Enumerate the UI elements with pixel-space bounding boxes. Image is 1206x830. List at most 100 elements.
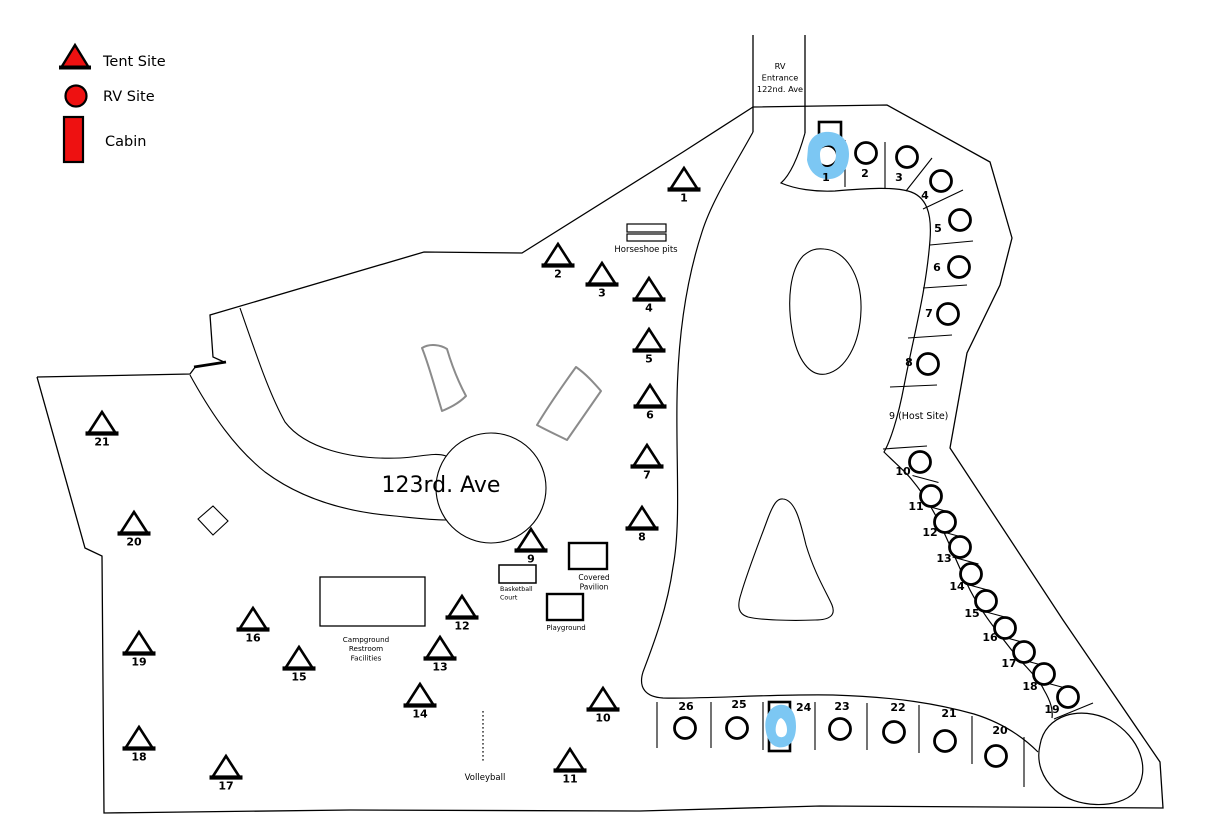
campground-restroom-label: Facilities [351,653,382,662]
rv-site-number: 13 [936,552,951,565]
road-123rd-upper-edge [239,307,447,459]
tent-site-20 [117,509,151,536]
horseshoe-pits: Horseshoe pits [614,223,678,255]
rv-site-number: 2 [861,167,869,180]
rv-site-number: 15 [964,607,979,620]
rv-site-number: 5 [934,222,942,235]
rv-site-15 [974,589,998,613]
cabins-group [767,120,843,753]
rv-site-number: 8 [905,356,913,369]
rv-site-number: 10 [895,465,911,478]
rv-entrance-label: Entrance [762,73,799,83]
blue-highlight-2 [765,704,796,748]
avenue-123rd-label: 123rd. Ave [382,473,501,498]
basketball-court-label: Court [500,594,518,601]
tent-site-icon [59,42,91,69]
cabin-icon [62,115,85,164]
covered-pavilion-label: Pavilion [580,583,609,592]
tent-site-9 [514,526,548,553]
campground-restroom-label: Restroom [349,644,383,653]
tent-site-7 [630,442,664,469]
rv-site-13 [948,535,972,559]
legend-cabin-label: Cabin [105,134,146,150]
rv-site-number: 22 [890,701,905,714]
rv-site-number: 25 [731,698,746,711]
tent-site-number: 11 [562,773,577,786]
campground-restroom-label: Campground [343,635,389,644]
rv-site-5 [948,208,972,232]
host-site-label: 9 (Host Site) [889,411,948,422]
rv-entrance-label: 122nd. Ave [757,84,803,94]
rv-site-10 [908,450,932,474]
legend-rv-label: RV Site [103,89,155,105]
legend-tent-label: Tent Site [102,54,166,70]
legend-item-tent: Tent Site [59,42,166,70]
rv-site-number: 16 [982,631,998,644]
rv-site-number: 19 [1044,703,1059,716]
legend-item-rv: RV Site [64,84,155,108]
rv-site-6 [947,255,971,279]
tent-site-number: 19 [131,656,146,669]
rv-site-11 [919,484,943,508]
tent-site-5 [632,326,666,353]
rv-site-number: 17 [1001,657,1016,670]
tent-site-15 [282,644,316,671]
tent-site-number: 18 [131,751,146,764]
tent-site-number: 7 [643,469,651,482]
volleyball: Volleyball [465,773,506,783]
rv-entrance-road [752,35,806,133]
rv-site-21 [933,729,957,753]
rv-site-23 [828,717,852,741]
rv-site-22 [882,720,906,744]
rv-loop-inner-edge [779,132,1053,719]
island-upper [789,248,862,375]
volleyball-label: Volleyball [465,773,506,783]
tent-sites-group [85,165,701,780]
rv-site-25 [725,716,749,740]
tent-site-number: 9 [527,553,535,566]
tent-site-21 [85,409,119,436]
tent-site-number: 21 [94,436,109,449]
boundary-notch-segment [193,360,227,369]
rv-site-number: 26 [678,700,694,713]
rv-site-12 [933,510,957,534]
rv-site-number: 14 [949,580,965,593]
basketball-court-label: Basketball [500,586,533,593]
tent-site-11 [553,746,587,773]
rv-site-18 [1032,662,1056,686]
tent-site-number: 6 [646,409,654,422]
rv-site-3 [895,145,919,169]
rv-site-number: 18 [1022,680,1037,693]
rv-site-4 [929,169,953,193]
tent-site-number: 1 [680,192,688,205]
rv-site-number: 20 [992,724,1008,737]
island-lower [738,498,834,621]
tent-site-number: 5 [645,353,653,366]
rv-site-19 [1056,685,1080,709]
playground-label: Playground [546,624,585,632]
road-123rd-lower-edge [189,374,447,521]
tent-site-10 [586,685,620,712]
highlights-group [765,131,849,748]
rv-site-number: 23 [834,700,849,713]
rv-site-number: 7 [925,307,933,320]
tent-site-number: 2 [554,268,562,281]
rv-site-2 [854,141,878,165]
rv-site-number: 6 [933,261,941,274]
tent-site-number: 12 [454,620,469,633]
tent-site-8 [625,504,659,531]
tent-site-number: 16 [245,632,261,645]
rv-loop-west-edge [641,131,1039,753]
map-outline [36,104,1164,814]
sketch-shape-left [421,344,467,412]
rv-site-number: 24 [796,701,812,714]
blue-highlight-1 [807,131,849,180]
